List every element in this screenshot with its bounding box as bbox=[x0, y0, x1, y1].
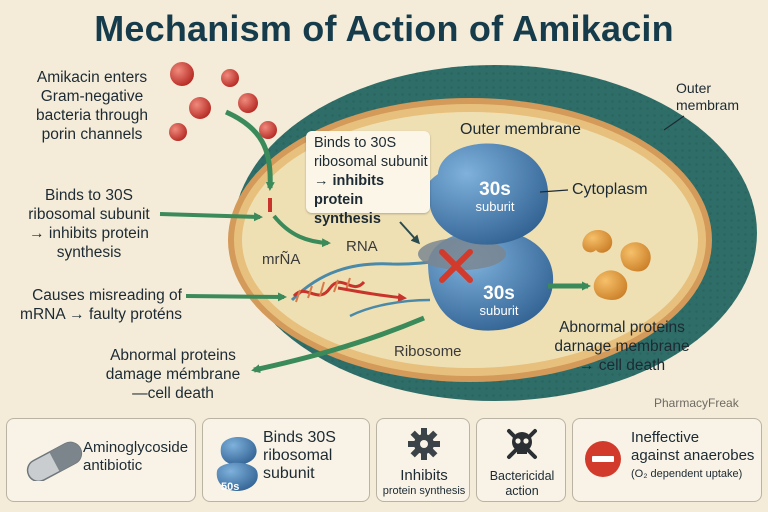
page-title: Mechanism of Action of Amikacin bbox=[94, 8, 674, 49]
amikacin-molecule bbox=[189, 97, 211, 119]
amikacin-molecule bbox=[170, 62, 194, 86]
box-anaerobes-text: Ineffective against anaerobes (O₂ depend… bbox=[631, 429, 755, 480]
box-aminoglycoside: Aminoglycoside antibiotic bbox=[6, 418, 196, 502]
amikacin-molecule bbox=[169, 123, 187, 141]
callout-text: Binds to 30S ribosomal subunit → inhibit… bbox=[314, 135, 428, 227]
label-drug-entry: Amikacin enters Gram-negative bacteria t… bbox=[35, 69, 149, 143]
capsule-icon bbox=[26, 441, 83, 481]
label-cytoplasm: Cytoplasm bbox=[572, 181, 648, 198]
label-outer-membrane: Outer membrane bbox=[460, 121, 581, 138]
label-lower-subunit: 30s suburit bbox=[479, 283, 519, 318]
box-binds-text: Binds 30S ribosomal subunit bbox=[263, 429, 336, 482]
amikacin-molecule bbox=[221, 69, 239, 87]
label-mrna: mrÑA bbox=[262, 251, 301, 268]
label-outer-membram: Outer membram bbox=[676, 80, 740, 113]
label-misreading: Causes misreading of mRNA → faulty proté… bbox=[20, 287, 182, 323]
faulty-chain-arrow bbox=[337, 286, 407, 302]
label-abnormal-right: Abnormal proteins darnage membrane → cel… bbox=[554, 319, 690, 374]
watermark: PharmacyFreak bbox=[654, 396, 739, 410]
ribosome bbox=[418, 143, 554, 331]
prohibited-icon bbox=[585, 441, 621, 477]
label-abnormal-left: Abnormal proteins damage mémbrane —cell … bbox=[105, 347, 241, 402]
box-inhibits: Inhibits protein synthesis bbox=[376, 418, 470, 502]
cell-death-arrow bbox=[251, 315, 425, 374]
box-inhibits-text: Inhibits protein synthesis bbox=[382, 467, 466, 497]
callout-bubble bbox=[306, 131, 430, 213]
abnormal-protein bbox=[582, 229, 613, 253]
box-binds-30s: 50s Binds 30S ribosomal subunit bbox=[202, 418, 370, 502]
gear-icon bbox=[408, 428, 440, 460]
entry-arrow bbox=[224, 109, 275, 191]
label-binds-30s: Binds to 30S ribosomal subunit → inhibit… bbox=[28, 187, 150, 261]
abnormal-protein bbox=[620, 242, 651, 272]
binds-arrow bbox=[159, 212, 263, 222]
label-ribosome: Ribosome bbox=[394, 343, 462, 360]
ribosome-icon-label: 50s bbox=[221, 481, 240, 493]
porin-channel bbox=[268, 198, 272, 212]
box-anaerobes: Ineffective against anaerobes (O₂ depend… bbox=[572, 418, 762, 502]
box-bactericidal-text: Bactericidal action bbox=[489, 469, 555, 498]
amikacin-molecule bbox=[238, 93, 258, 113]
skull-icon bbox=[507, 429, 537, 459]
box-bactericidal: Bactericidal action bbox=[476, 418, 566, 502]
ribosome-icon bbox=[216, 436, 258, 491]
to-rna-arrow bbox=[272, 214, 331, 248]
x-mark bbox=[439, 249, 473, 283]
upper-subunit bbox=[422, 143, 549, 245]
amikacin-molecule bbox=[259, 121, 277, 139]
label-upper-subunit: 30s suburit bbox=[475, 179, 515, 214]
box-aminoglycoside-text: Aminoglycoside antibiotic bbox=[83, 439, 189, 474]
label-rna: RNA bbox=[346, 238, 378, 255]
misreading-arrow bbox=[185, 292, 287, 302]
mrna-helix bbox=[292, 280, 366, 298]
abnormal-protein bbox=[593, 270, 628, 300]
